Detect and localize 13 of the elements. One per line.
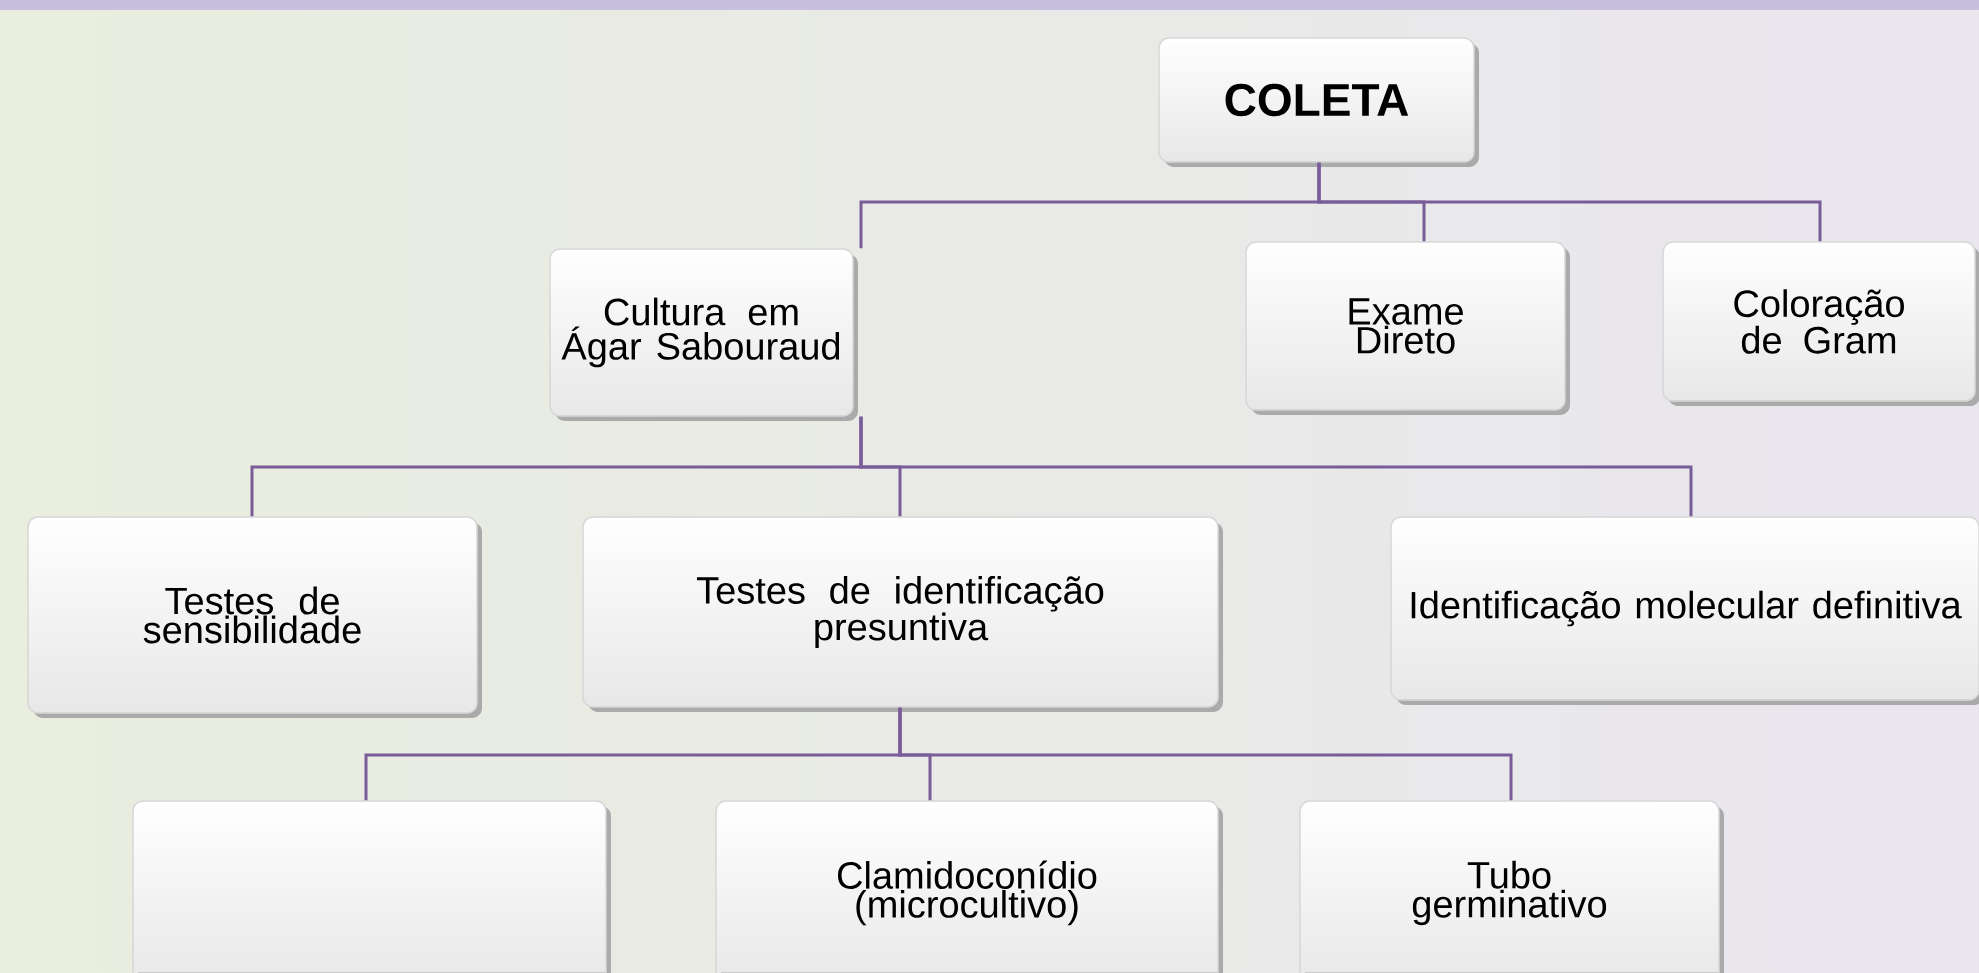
connector xyxy=(859,416,1693,517)
process-box: Exame Direto xyxy=(1245,241,1570,415)
process-box: Clamidoconídio (microcultivo) xyxy=(715,800,1223,973)
empty-box xyxy=(132,800,611,973)
process-box: Identificação molecular definitiva xyxy=(1390,516,1979,705)
process-box: Tubo germinativo xyxy=(1299,800,1724,973)
connector xyxy=(898,707,1513,801)
process-box: Cultura em Ágar Sabouraud xyxy=(549,248,858,421)
connector xyxy=(1317,162,1822,242)
process-box: Testes de sensibilidade xyxy=(27,516,482,718)
process-box: COLETA xyxy=(1158,37,1479,167)
process-box: Coloração de Gram xyxy=(1662,241,1979,406)
process-box: Testes de identificação presuntiva xyxy=(582,516,1223,712)
